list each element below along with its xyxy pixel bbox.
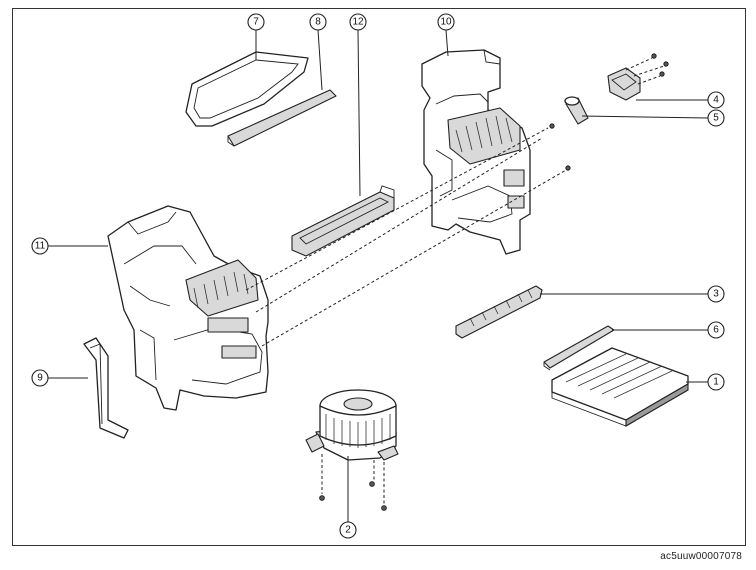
callout-1-label: 1	[713, 377, 719, 388]
figure-code: ac5uuw00007078	[660, 551, 742, 562]
callout-12-label: 12	[352, 17, 364, 28]
part-2-blower-motor	[305, 389, 399, 511]
part-1-air-filter	[551, 347, 689, 427]
part-10-upper-housing	[421, 49, 531, 255]
callout-9-label: 9	[37, 373, 43, 384]
part-4-resistor	[607, 53, 669, 101]
part-7-seal	[185, 51, 309, 127]
callout-7-label: 7	[253, 17, 259, 28]
assembly-lines	[245, 123, 571, 347]
callout-5-label: 5	[713, 113, 719, 124]
callout-9: 9	[31, 369, 49, 387]
callout-8-label: 8	[315, 17, 321, 28]
callout-3: 3	[707, 285, 725, 303]
callout-6: 6	[707, 321, 725, 339]
callout-1: 1	[707, 373, 725, 391]
callout-2: 2	[339, 521, 357, 539]
part-8-strip	[227, 89, 337, 147]
part-3-grille	[455, 285, 543, 339]
part-11-blower-housing	[107, 205, 269, 411]
callout-4: 4	[707, 91, 725, 109]
part-12-door	[291, 185, 395, 257]
callout-3-label: 3	[713, 289, 719, 300]
leader-lines	[48, 29, 709, 522]
callout-4-label: 4	[713, 95, 719, 106]
callout-11-label: 11	[35, 241, 46, 252]
callout-12: 12	[349, 13, 367, 31]
callout-7: 7	[247, 13, 265, 31]
callout-2-label: 2	[345, 525, 351, 536]
callout-10: 10	[437, 13, 455, 31]
part-5-pin	[564, 96, 589, 125]
callout-6-label: 6	[713, 325, 719, 336]
callout-8: 8	[309, 13, 327, 31]
callout-5: 5	[707, 109, 725, 127]
part-9-bracket	[83, 337, 129, 439]
callout-11: 11	[31, 237, 49, 255]
callout-10-label: 10	[440, 17, 452, 28]
